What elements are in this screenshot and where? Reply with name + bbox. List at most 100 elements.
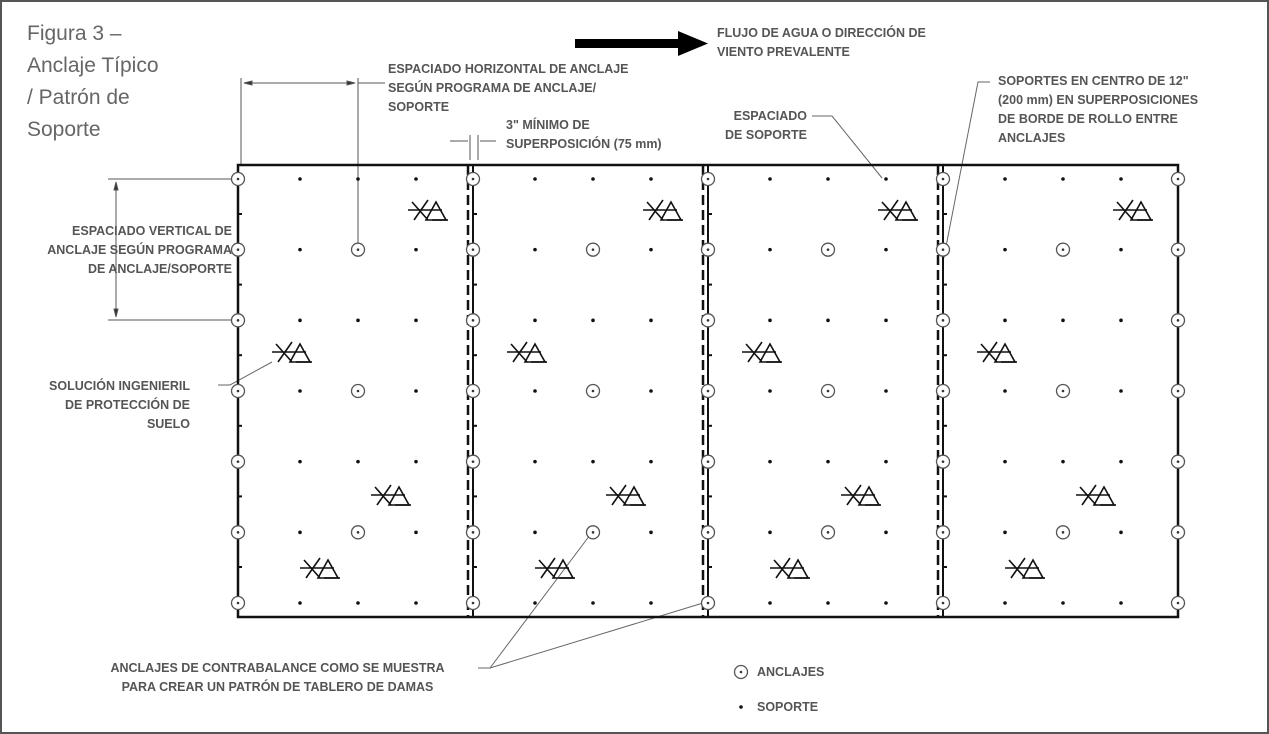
support-dot bbox=[356, 601, 360, 605]
anchor-center bbox=[1176, 389, 1180, 393]
vegetation-icon bbox=[977, 341, 1017, 363]
vegetation-icon bbox=[535, 557, 575, 579]
vegetation-icon bbox=[606, 484, 646, 506]
vegetation-icon bbox=[371, 484, 411, 506]
support-dot bbox=[649, 247, 653, 252]
vertical-dimension bbox=[108, 178, 238, 321]
support-dot bbox=[826, 318, 830, 323]
legend-anchor-label: ANCLAJES bbox=[757, 665, 825, 679]
anchor-center bbox=[706, 460, 710, 463]
support-dot bbox=[768, 389, 772, 393]
support-dot bbox=[356, 318, 360, 323]
support-dot bbox=[414, 601, 418, 605]
support-dot bbox=[826, 601, 830, 605]
support-dot bbox=[1119, 601, 1123, 605]
support-dot bbox=[649, 601, 653, 605]
anchor-center bbox=[1176, 248, 1180, 251]
vegetation-icon bbox=[1076, 484, 1116, 506]
support-dot bbox=[533, 247, 537, 252]
anchor-center bbox=[236, 460, 240, 463]
vegetation-icon bbox=[770, 557, 810, 579]
support-dot bbox=[533, 318, 537, 323]
support-dot bbox=[768, 177, 772, 181]
support-dot bbox=[826, 459, 830, 464]
support-dot bbox=[533, 601, 537, 605]
anchor-center bbox=[591, 531, 595, 534]
support-dot bbox=[591, 601, 595, 605]
counterbalance-label: ANCLAJES DE CONTRABALANCE COMO SE MUESTR… bbox=[110, 661, 445, 694]
support-dot bbox=[649, 530, 653, 535]
anchor-center bbox=[356, 389, 360, 393]
vegetation-icon bbox=[300, 557, 340, 579]
anchor-center bbox=[236, 389, 240, 393]
support-dot bbox=[649, 389, 653, 393]
support-dot bbox=[298, 601, 302, 605]
support-dot bbox=[414, 530, 418, 535]
legend-anchor-icon bbox=[733, 664, 749, 680]
support-dot bbox=[533, 177, 537, 181]
anchor-center bbox=[706, 531, 710, 534]
support-dot bbox=[1119, 177, 1123, 181]
anchor-center bbox=[706, 177, 710, 181]
anchor-center bbox=[941, 389, 945, 393]
support-dot bbox=[298, 177, 302, 181]
vegetation-icon bbox=[841, 484, 881, 506]
support-dot bbox=[884, 247, 888, 252]
support-dot bbox=[1119, 530, 1123, 535]
anchor-center bbox=[236, 601, 240, 605]
support-dot bbox=[884, 389, 888, 393]
support-dot bbox=[1003, 177, 1007, 181]
support-dot bbox=[884, 530, 888, 535]
support-dot bbox=[414, 389, 418, 393]
support-dot bbox=[1003, 247, 1007, 252]
support-dot bbox=[649, 459, 653, 464]
anchor-center bbox=[471, 601, 475, 605]
support-dot bbox=[1061, 318, 1065, 323]
support-dot bbox=[649, 318, 653, 323]
legend-support-label: SOPORTE bbox=[757, 700, 819, 714]
anchor-center bbox=[1061, 531, 1065, 534]
support-dot bbox=[768, 601, 772, 605]
vegetation-icon bbox=[507, 341, 547, 363]
support-dot bbox=[1119, 318, 1123, 323]
anchor-center bbox=[941, 601, 945, 605]
vegetation-icon bbox=[643, 199, 683, 221]
vegetation-icon bbox=[878, 199, 918, 221]
anchor-center bbox=[356, 531, 360, 534]
anchor-center bbox=[706, 248, 710, 251]
support-dot bbox=[533, 389, 537, 393]
support-dot bbox=[298, 459, 302, 464]
anchor-center bbox=[706, 389, 710, 393]
support-dot bbox=[533, 459, 537, 464]
support-dot bbox=[591, 318, 595, 323]
support-dot bbox=[826, 177, 830, 181]
support-dot bbox=[768, 318, 772, 323]
anchor-center bbox=[826, 389, 830, 393]
title-line: Figura 3 – bbox=[27, 22, 122, 45]
anchor-center bbox=[706, 319, 710, 322]
overlap-dimension bbox=[450, 135, 496, 160]
center-supports-label: SOPORTES EN CENTRO DE 12"(200 mm) EN SUP… bbox=[998, 74, 1199, 145]
support-dot bbox=[1061, 177, 1065, 181]
support-dot bbox=[1003, 389, 1007, 393]
support-dot bbox=[356, 177, 360, 181]
legend-support-icon bbox=[739, 705, 743, 709]
figure-title: Figura 3 – Anclaje Típico / Patrón de So… bbox=[27, 18, 159, 146]
anchor-center bbox=[236, 177, 240, 181]
anchor-center bbox=[1176, 177, 1180, 181]
support-dot bbox=[1003, 459, 1007, 464]
anchor-center bbox=[471, 531, 475, 534]
anchor-center bbox=[1176, 531, 1180, 534]
anchor-center bbox=[826, 248, 830, 251]
anchor-center bbox=[1061, 389, 1065, 393]
anchor-center bbox=[471, 460, 475, 463]
anchor-center bbox=[1176, 319, 1180, 322]
support-dot bbox=[298, 389, 302, 393]
support-dot bbox=[414, 318, 418, 323]
anchor-center bbox=[591, 389, 595, 393]
support-dot bbox=[298, 247, 302, 252]
